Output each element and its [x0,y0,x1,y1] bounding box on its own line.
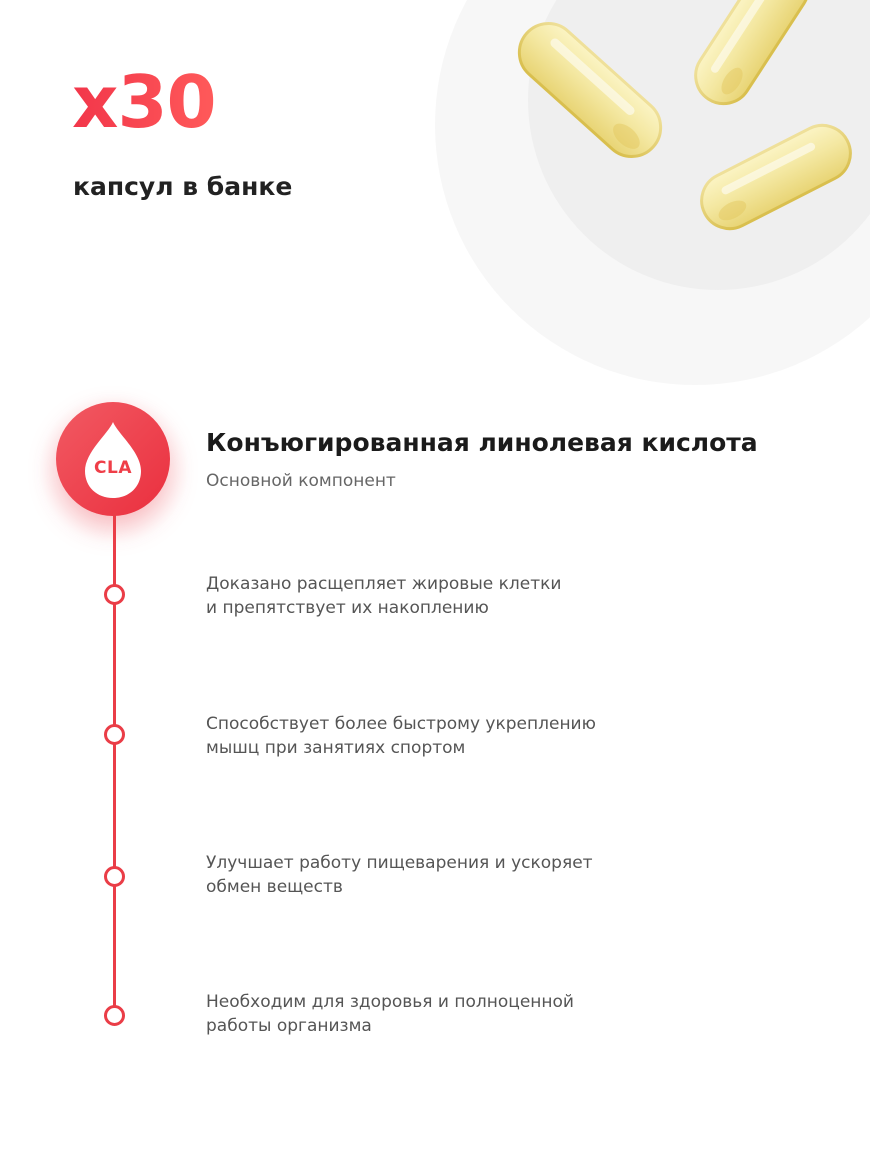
drop-icon [85,422,141,498]
capsule-count: x30 [72,60,217,144]
benefit-item: Способствует более быстрому укреплению м… [206,712,806,760]
benefit-text-line: обмен веществ [206,877,343,897]
cla-badge: CLA [56,402,170,516]
capsule-1 [517,22,663,158]
capsules-image [517,0,852,231]
benefit-text-line: работы организма [206,1016,372,1036]
benefit-text-line: Способствует более быстрому укреплению [206,714,596,734]
benefit-item: Необходим для здоровья и полноценной раб… [206,990,806,1038]
benefit-item: Доказано расщепляет жировые клетки и пре… [206,572,806,620]
ingredient-title: Конъюгированная линолевая кислота [206,428,758,457]
capsule-2 [694,0,810,106]
benefit-text-line: Доказано расщепляет жировые клетки [206,574,562,594]
timeline-dot [104,866,125,887]
timeline-dot [104,1005,125,1026]
badge-label: CLA [94,458,132,478]
timeline-dot [104,584,125,605]
benefit-text-line: Необходим для здоровья и полноценной [206,992,574,1012]
benefit-item: Улучшает работу пищеварения и ускоряет о… [206,851,806,899]
benefit-text-line: Улучшает работу пищеварения и ускоряет [206,853,593,873]
capsule-3 [700,123,852,231]
capsule-count-subtitle: капсул в банке [73,172,293,201]
benefit-text-line: мышц при занятиях спортом [206,738,466,758]
timeline-line [113,512,116,1015]
benefit-text-line: и препятствует их накоплению [206,598,489,618]
ingredient-subtitle: Основной компонент [206,471,396,491]
timeline-dot [104,724,125,745]
